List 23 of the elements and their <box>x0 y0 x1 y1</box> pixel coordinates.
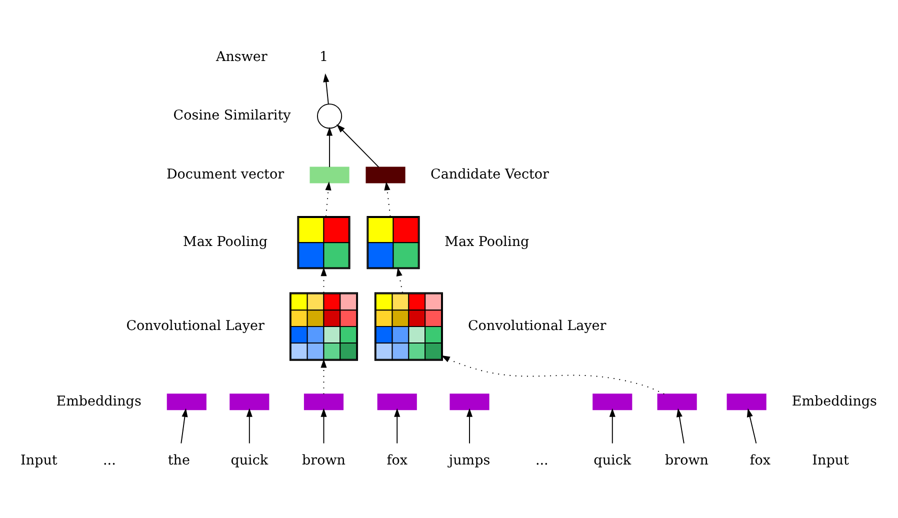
label: Convolutional Layer <box>468 318 606 334</box>
label: Cosine Similarity <box>173 108 291 124</box>
label: Embeddings <box>792 393 877 410</box>
node-text: 1 <box>319 48 328 65</box>
label: Convolutional Layer <box>126 318 264 334</box>
node-text: jumps <box>448 452 490 468</box>
label: Input <box>20 452 58 468</box>
node-text: fox <box>750 452 770 468</box>
label: Max Pooling <box>444 234 530 250</box>
label: Candidate Vector <box>430 166 550 183</box>
node-text: quick <box>594 452 632 468</box>
label: Max Pooling <box>183 234 268 250</box>
label: Embeddings <box>56 393 142 410</box>
node-text: quick <box>230 452 268 468</box>
node-text: fox <box>386 452 408 468</box>
label: Document vector <box>166 166 284 183</box>
label: Input <box>812 452 849 468</box>
node-text: the <box>168 452 190 468</box>
label: ... <box>102 452 116 468</box>
label: Answer <box>216 48 268 65</box>
label: ... <box>535 452 548 468</box>
node-text: brown <box>302 452 346 468</box>
node-text: brown <box>664 452 708 468</box>
